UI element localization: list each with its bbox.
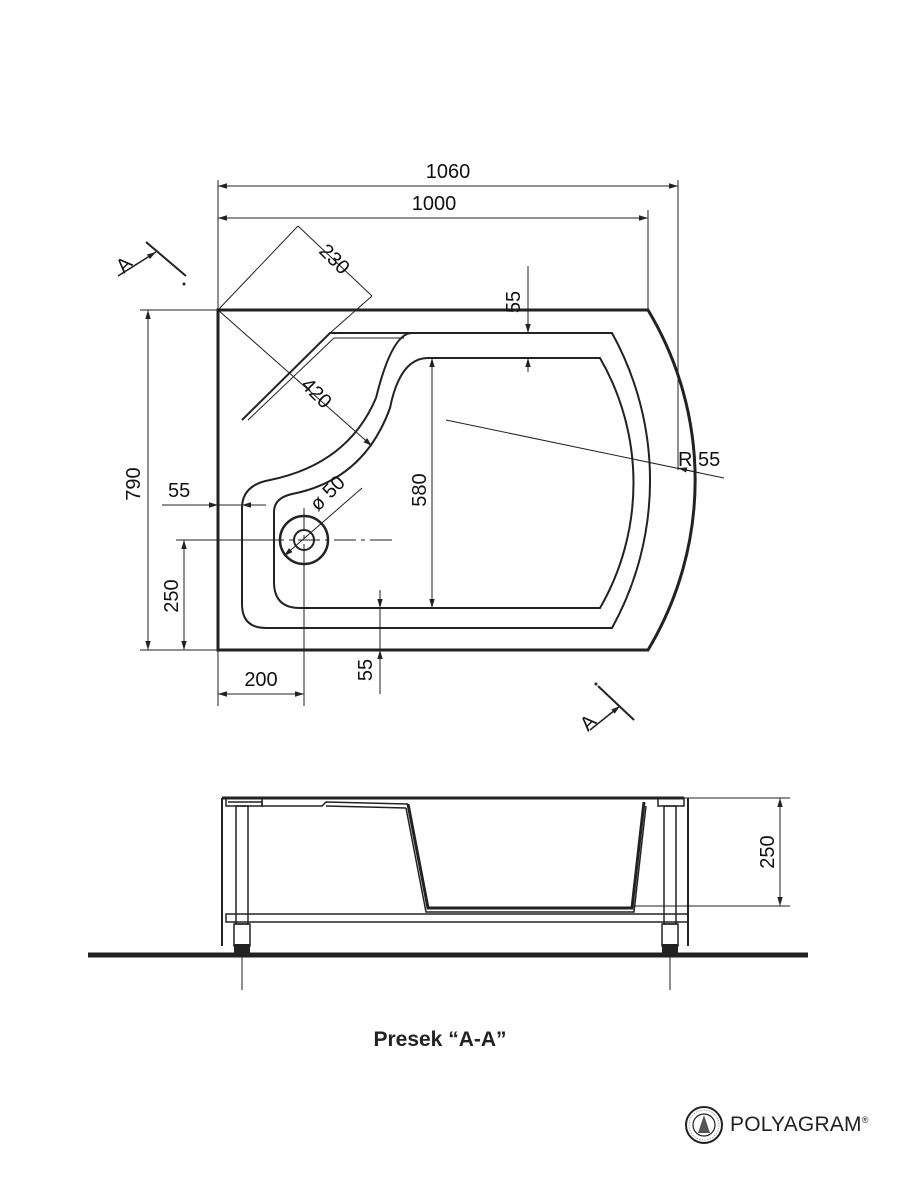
section-left-leg xyxy=(221,798,251,990)
dim-corner-230: 230 xyxy=(217,225,373,334)
dim-drain-offset-x-label: 200 xyxy=(244,669,277,691)
dim-bottom-rim: 55 xyxy=(355,590,383,694)
dim-depth-label: 790 xyxy=(123,467,145,500)
dim-radius: R 55 xyxy=(445,419,725,479)
dim-inner-depth-label: 580 xyxy=(409,473,431,506)
section-marker-bottom-label: A xyxy=(576,710,601,735)
tray-outer-outline xyxy=(216,308,697,652)
brand-logo: POLYAGRAM® xyxy=(684,1104,884,1146)
dim-drain-diameter: ø 50 xyxy=(283,472,363,557)
dim-section-height-label: 250 xyxy=(757,835,779,868)
dim-drain-offset-y: 250 xyxy=(161,539,262,650)
dim-inner-width: 1000 xyxy=(218,193,649,310)
dim-inner-depth: 580 xyxy=(409,358,435,608)
drain xyxy=(262,508,392,572)
seat-fold-line xyxy=(247,337,404,421)
section-marker-top-label: A xyxy=(112,252,137,277)
dim-inner-width-label: 1000 xyxy=(412,193,457,215)
dim-drain-diameter-label: ø 50 xyxy=(306,472,350,516)
section-marker-bottom: A xyxy=(576,682,635,736)
section-basin xyxy=(406,801,646,910)
section-right-leg xyxy=(661,798,689,990)
dim-radius-label: R 55 xyxy=(678,449,720,471)
dim-top-rim-label: 55 xyxy=(503,291,525,313)
dim-bottom-rim-label: 55 xyxy=(355,659,377,681)
dim-overall-width: 1060 xyxy=(217,161,679,470)
dim-section-height: 250 xyxy=(632,797,790,907)
section-title: Presek “A-A” xyxy=(373,1028,507,1051)
plan-view: 1060 1000 230 420 55 xyxy=(112,161,725,736)
dim-top-rim: 55 xyxy=(503,266,531,372)
dim-left-rim: 55 xyxy=(162,480,266,508)
dim-drain-offset-y-label: 250 xyxy=(161,579,183,612)
dim-drain-offset-x: 200 xyxy=(217,566,305,706)
section-rim-inner xyxy=(228,801,409,807)
quality-seal-icon xyxy=(685,1106,723,1144)
dim-depth: 790 xyxy=(123,309,218,651)
section-support-frame xyxy=(225,913,689,923)
section-basin-inner xyxy=(405,805,647,913)
tray-rim-inner-edge xyxy=(241,332,652,629)
dim-corner-420-label: 420 xyxy=(296,374,335,413)
tray-basin-edge xyxy=(273,357,635,609)
dim-corner-420: 420 xyxy=(217,309,373,447)
section-view: 250 xyxy=(88,796,808,990)
brand-name: POLYAGRAM® xyxy=(730,1113,869,1136)
dim-left-rim-label: 55 xyxy=(168,480,190,502)
dim-overall-width-label: 1060 xyxy=(426,161,471,183)
section-marker-top: A xyxy=(112,241,187,286)
brand-registered-mark: ® xyxy=(861,1115,869,1125)
